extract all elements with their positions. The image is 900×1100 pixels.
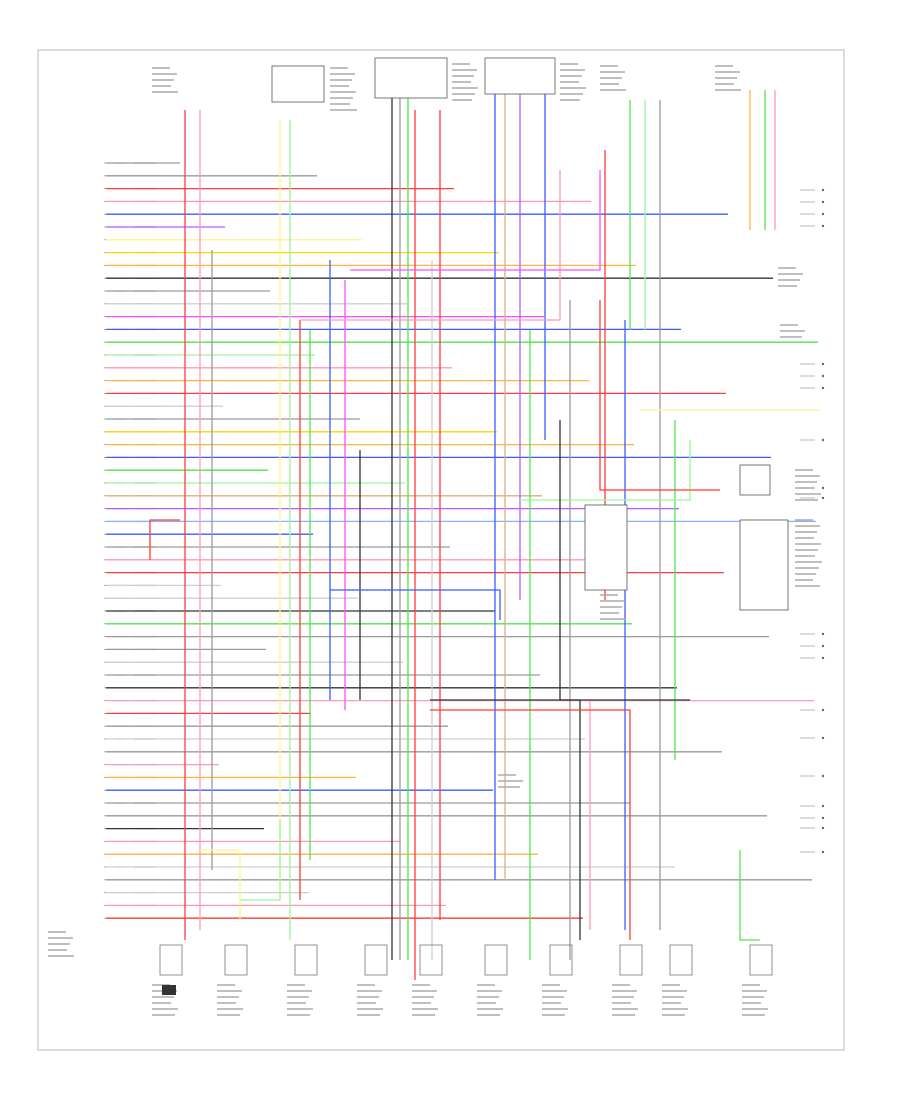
control-module-box bbox=[584, 504, 628, 591]
bottom-connector bbox=[224, 944, 248, 976]
connector-pin bbox=[821, 774, 825, 778]
connector-pin bbox=[821, 850, 825, 854]
connector-pin bbox=[821, 374, 825, 378]
wire-routed bbox=[430, 709, 631, 940]
connector-pin bbox=[821, 438, 825, 442]
bottom-connector bbox=[549, 944, 573, 976]
connector-pin bbox=[821, 708, 825, 712]
wire-routed bbox=[300, 170, 561, 321]
connector-pin bbox=[821, 644, 825, 648]
bottom-connector bbox=[159, 944, 183, 976]
connector-pin bbox=[821, 656, 825, 660]
wire-routed bbox=[200, 849, 241, 920]
connector-pin bbox=[821, 486, 825, 490]
connector-pin bbox=[821, 362, 825, 366]
connector-pin bbox=[821, 736, 825, 740]
connector-pin bbox=[821, 804, 825, 808]
wire-routed bbox=[149, 519, 180, 560]
relay-box bbox=[739, 519, 789, 611]
wire-routed bbox=[350, 170, 601, 271]
sensor-box bbox=[739, 464, 771, 496]
connector-pin bbox=[821, 632, 825, 636]
connector-pin bbox=[821, 212, 825, 216]
bottom-connector bbox=[619, 944, 643, 976]
sensor-element bbox=[162, 985, 176, 995]
diagram-border bbox=[37, 49, 845, 1051]
bottom-connector bbox=[749, 944, 773, 976]
top-switch-box bbox=[484, 57, 556, 95]
connector-pin bbox=[821, 826, 825, 830]
wire-routed bbox=[739, 850, 760, 941]
wire-routed bbox=[559, 420, 690, 701]
bottom-connector bbox=[419, 944, 443, 976]
connector-pin bbox=[821, 496, 825, 500]
top-switch-box bbox=[374, 57, 448, 99]
wire-routed bbox=[330, 589, 501, 620]
connector-pin bbox=[821, 188, 825, 192]
connector-pin bbox=[821, 816, 825, 820]
bottom-connector bbox=[294, 944, 318, 976]
wire-routed bbox=[599, 300, 720, 491]
connector-pin bbox=[821, 224, 825, 228]
bottom-connector bbox=[669, 944, 693, 976]
connector-pin bbox=[821, 200, 825, 204]
wire-harness bbox=[104, 90, 820, 980]
connector-pin bbox=[821, 386, 825, 390]
wire-routed bbox=[240, 820, 281, 901]
component-group bbox=[48, 57, 825, 1016]
wire-routed bbox=[520, 440, 691, 501]
bottom-connector bbox=[364, 944, 388, 976]
top-relay-box bbox=[271, 65, 325, 103]
bottom-connector bbox=[484, 944, 508, 976]
